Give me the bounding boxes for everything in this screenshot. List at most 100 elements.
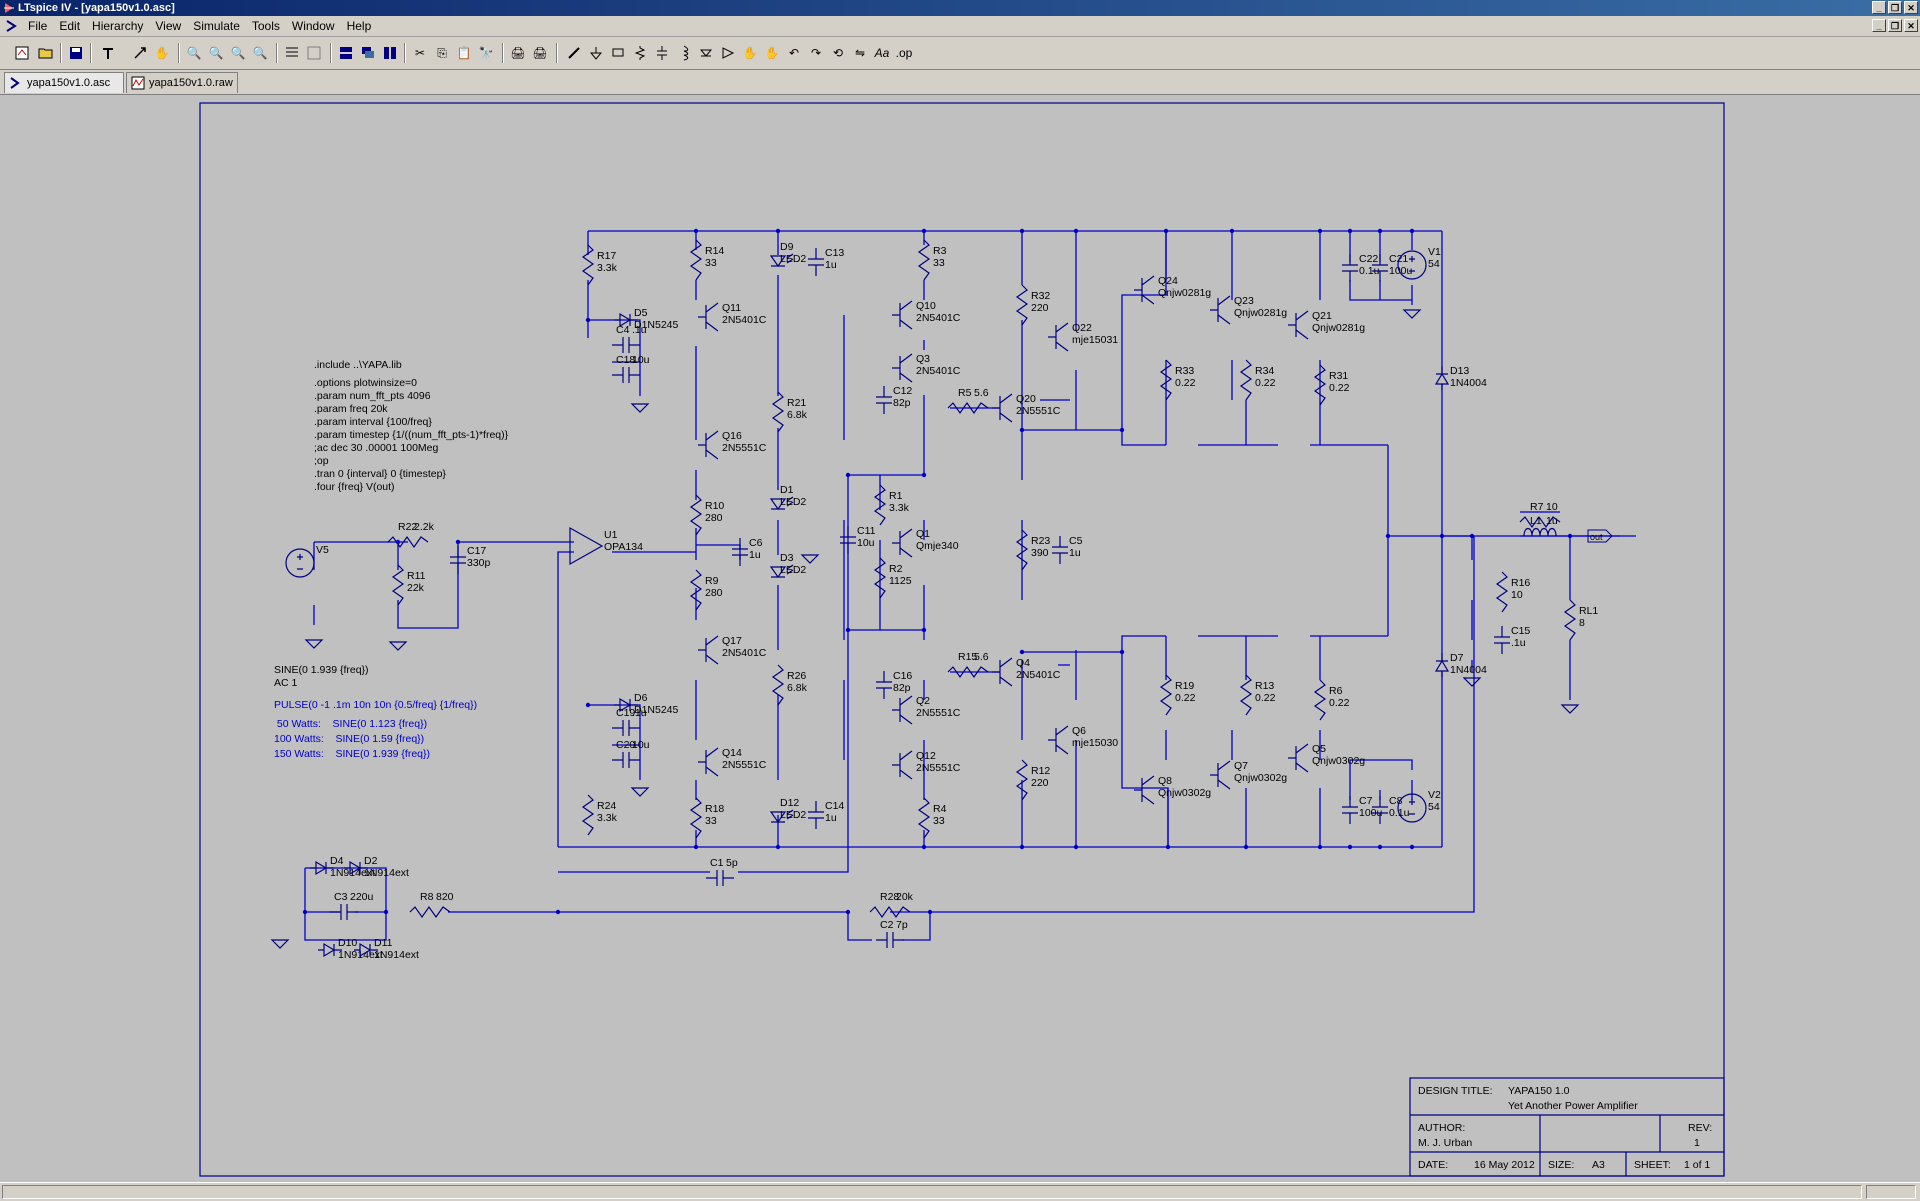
component-ref: R34 [1255,365,1274,377]
save-icon[interactable] [66,43,86,63]
component-icon[interactable] [718,43,738,63]
ltspice-app-icon [4,3,14,13]
autorange-icon[interactable] [282,43,302,63]
menu-help[interactable]: Help [346,19,372,33]
open-folder-icon[interactable] [36,43,56,63]
tab-waveform[interactable]: yapa150v1.0.raw [126,72,238,93]
wire-junction [1119,427,1125,433]
resistor-icon[interactable] [630,43,650,63]
component-value: 33 [933,257,945,269]
wire-junction [693,844,699,850]
control-panel-icon[interactable] [98,43,118,63]
wire-junction [1229,228,1235,234]
component-value: LED2 [780,809,806,821]
zoom-fit-icon[interactable]: 🔍 [252,46,268,60]
directive-line: ;op [314,455,329,467]
component-value: 3.3k [597,812,618,824]
source-note: SINE(0 1.939 {freq}) [274,664,369,676]
component-ref: R24 [597,800,616,812]
close-button[interactable]: ✕ [1904,1,1918,14]
component-ref: R12 [1031,765,1050,777]
find-icon[interactable]: 🔭 [478,46,494,60]
rotate-icon[interactable]: ⟲ [832,46,844,60]
component-value: 10 [1511,589,1523,601]
copy-icon[interactable]: ⎘ [437,45,447,60]
comment-block: PULSE(0 -1 .1m 10n 10n {0.5/freq} {1/fre… [274,699,477,760]
menu-edit[interactable]: Edit [59,19,81,33]
undo-icon[interactable]: ↶ [788,46,800,60]
paste-icon[interactable]: 📋 [456,46,472,60]
menu-view[interactable]: View [155,19,182,33]
print-preview-icon[interactable]: 🖨 [510,46,526,60]
wire-junction [1469,533,1475,539]
drag-hand-icon[interactable]: ✋ [764,46,780,60]
menu-tools[interactable]: Tools [251,19,280,33]
minimize-button[interactable]: _ [1872,1,1886,14]
zoom-in-icon[interactable]: 🔍 [186,46,202,60]
tab-schematic[interactable]: yapa150v1.0.asc [4,72,124,93]
component-ref: R2 [889,563,903,575]
directive-line: .options plotwinsize=0 [314,377,417,389]
print-icon[interactable]: 🖨 [532,46,548,60]
component-ref: D7 [1450,652,1464,664]
component-value: 6.8k [787,409,808,421]
doc-close-button[interactable]: ✕ [1904,19,1918,32]
zoom-out-icon[interactable]: 🔍 [230,46,246,60]
menu-window[interactable]: Window [291,19,335,33]
sheet-label: SHEET: [1634,1159,1671,1171]
tile-horizontal-icon[interactable] [336,43,356,63]
document-system-icon[interactable] [4,19,18,33]
component-value: 280 [705,587,723,599]
wire-junction [455,539,461,545]
move-hand-icon[interactable]: ✋ [742,46,758,60]
ground-icon[interactable] [586,43,606,63]
wire-junction [585,702,591,708]
component-value: 2N5551C [722,759,767,771]
date-label: DATE: [1418,1159,1448,1171]
component-value: 2N5551C [916,762,961,774]
text-icon[interactable]: Aa [874,46,890,60]
component-ref: R18 [705,803,724,815]
diode-icon[interactable] [696,43,716,63]
component-ref: C1 [710,857,724,869]
wire-junction [1317,844,1323,850]
draw-wire-icon[interactable] [564,43,584,63]
component-value: .1u [632,707,647,719]
wire-junction [1409,228,1415,234]
doc-minimize-button[interactable]: _ [1872,19,1886,32]
component-ref: D10 [338,937,357,949]
cascade-icon[interactable] [358,43,378,63]
run-icon[interactable] [130,43,150,63]
schematic-drawing[interactable]: .include ..\YAPA.lib .options plotwinsiz… [0,95,1920,1180]
directive-line: .include ..\YAPA.lib [314,359,402,371]
new-schematic-icon[interactable] [12,43,32,63]
capacitor-icon[interactable] [652,43,672,63]
cut-icon[interactable]: ✂ [414,46,426,60]
tile-vertical-icon[interactable] [380,43,400,63]
wire-junction [1019,228,1025,234]
restore-button[interactable]: ❐ [1888,1,1902,14]
component-value: 0.22 [1175,692,1196,704]
doc-restore-button[interactable]: ❐ [1888,19,1902,32]
component-ref: C13 [825,247,844,259]
pan-icon[interactable]: 🔍 [208,46,224,60]
menu-hierarchy[interactable]: Hierarchy [92,19,144,33]
wire-junction [1347,228,1353,234]
spice-directive-icon[interactable]: .op [895,46,913,60]
component-value: 82p [893,397,911,409]
schematic-canvas[interactable]: .include ..\YAPA.lib .options plotwinsiz… [0,95,1920,1180]
menu-simulate[interactable]: Simulate [193,19,240,33]
mirror-icon[interactable]: ⇋ [854,46,866,60]
inductor-icon[interactable] [674,43,694,63]
component-ref: C7 [1359,795,1373,807]
component-ref: R4 [933,803,947,815]
grid-icon[interactable] [304,43,324,63]
wire-junction [1119,649,1125,655]
halt-hand-icon[interactable]: ✋ [154,46,170,60]
menu-file[interactable]: File [28,19,48,33]
redo-icon[interactable]: ↷ [810,46,822,60]
wire-junction [383,909,389,915]
wire-junction [1439,533,1445,539]
component-ref: Q24 [1158,275,1178,287]
label-net-icon[interactable] [608,43,628,63]
